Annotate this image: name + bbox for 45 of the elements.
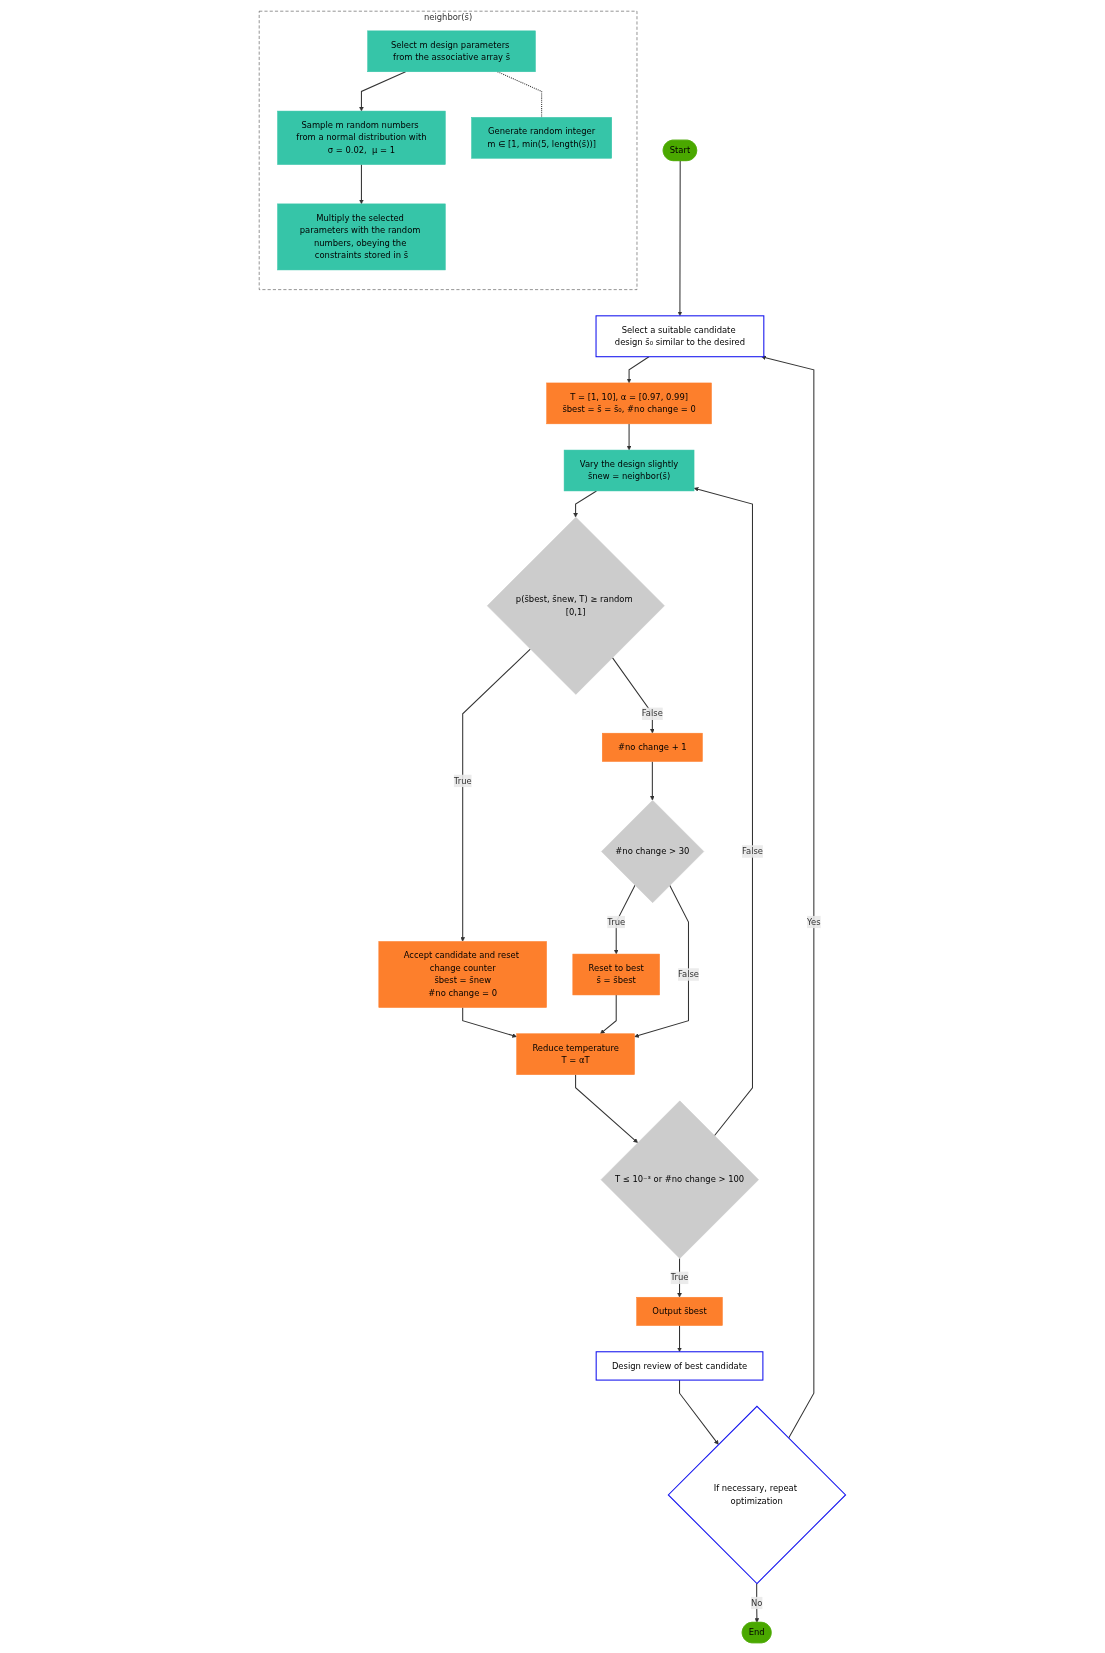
node-box: Vary the design slightly s̄new = neighbor(s̄) [563,449,695,491]
connector [497,70,543,118]
arrow [600,993,617,1034]
node-box: Output s̄best [636,1296,723,1326]
node-diamond: #no change > 30 [601,799,705,903]
arrow [612,656,655,733]
edge-label: False [742,845,764,856]
node-box: Sample m random numbers from a normal distribution with σ = 0.02, μ = 1 [277,110,446,165]
node-box: T = [1, 10], α = [0.97, 0.99] s̄best = s̄ = s̄₀, #no change = 0 [546,382,712,424]
node-box: Select a suitable candidate design s̄₀ similar to the desired [595,314,765,357]
node-box: Reduce temperature T = αT [516,1033,635,1075]
arrow [359,70,407,111]
arrow [614,884,636,954]
edge-label: False [678,968,700,979]
node-box: #no change + 1 [602,732,703,762]
edge-label: Yes [807,916,821,927]
arrow [460,648,531,942]
arrow [677,159,683,316]
node-box: Accept candidate and reset change counter s̄best = s̄new #no change = 0 [378,940,547,1008]
arrow [761,355,815,1439]
node-box: Reset to best s̄ = s̄best [572,953,660,995]
arrow [634,884,690,1038]
node-diamond: T ≤ 10⁻³ or #no change > 100 [600,1100,759,1259]
arrow [573,489,598,517]
node-box: Design review of best candidate [595,1350,764,1381]
arrow [693,486,754,1136]
edge-label: True [453,775,472,786]
edge-label: True [607,916,626,927]
arrow [626,355,650,383]
edge-label: False [641,708,663,719]
node-diamond: If necessary, repeat optimization [667,1405,847,1584]
arrow [679,1379,719,1445]
arrow [626,422,632,450]
arrow [677,1324,682,1352]
node-diamond: p(s̄best, s̄new, T) ≥ random [0,1] [487,516,665,695]
arrow [650,760,655,801]
arrow [359,163,364,204]
node-box: Multiply the selected parameters with the random numbers, obeying the constraints stored in s̄ [277,203,446,270]
arrow [575,1073,639,1143]
arrow [462,1006,517,1038]
node-box: Generate random integer m ∈ [1, min(5, length(s̄))] [471,116,613,159]
arrow [677,1257,682,1297]
edge-label: No [751,1597,763,1608]
node-box: Select m design parameters from the associative array s̄ [367,30,536,72]
edge-label: True [670,1272,689,1283]
